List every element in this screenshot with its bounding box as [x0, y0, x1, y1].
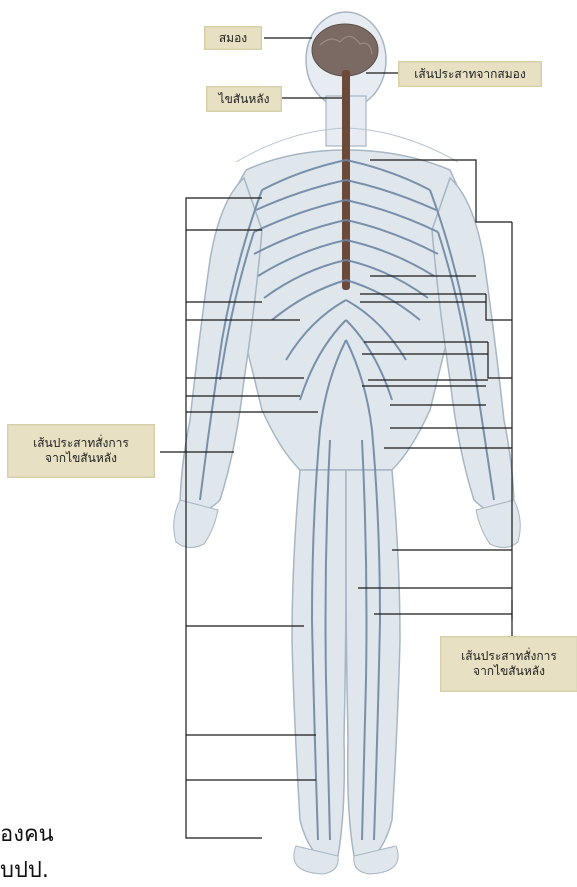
spinal-nerves-right-line2: จากไขสันหลัง	[445, 664, 573, 679]
spinal-cord-label: ไขสันหลัง	[206, 86, 282, 112]
cranial-nerves-label: เส้นประสาทจากสมอง	[398, 61, 542, 87]
caption-fragment-1: องคน	[0, 816, 54, 851]
spinal-nerves-right-line1: เส้นประสาทสั่งการ	[445, 649, 573, 664]
spinal-nerves-left-line2: จากไขสันหลัง	[12, 451, 150, 466]
brain-shape	[312, 24, 378, 76]
brain-label: สมอง	[204, 26, 262, 50]
brain-label-text: สมอง	[219, 31, 247, 45]
spinal-nerves-left-label: เส้นประสาทสั่งการ จากไขสันหลัง	[7, 424, 155, 478]
spinal-nerves-right-label: เส้นประสาทสั่งการ จากไขสันหลัง	[440, 636, 577, 692]
spinal-cord-label-text: ไขสันหลัง	[219, 92, 270, 106]
spinal-nerves-left-line1: เส้นประสาทสั่งการ	[12, 436, 150, 451]
cranial-nerves-label-text: เส้นประสาทจากสมอง	[414, 67, 525, 81]
